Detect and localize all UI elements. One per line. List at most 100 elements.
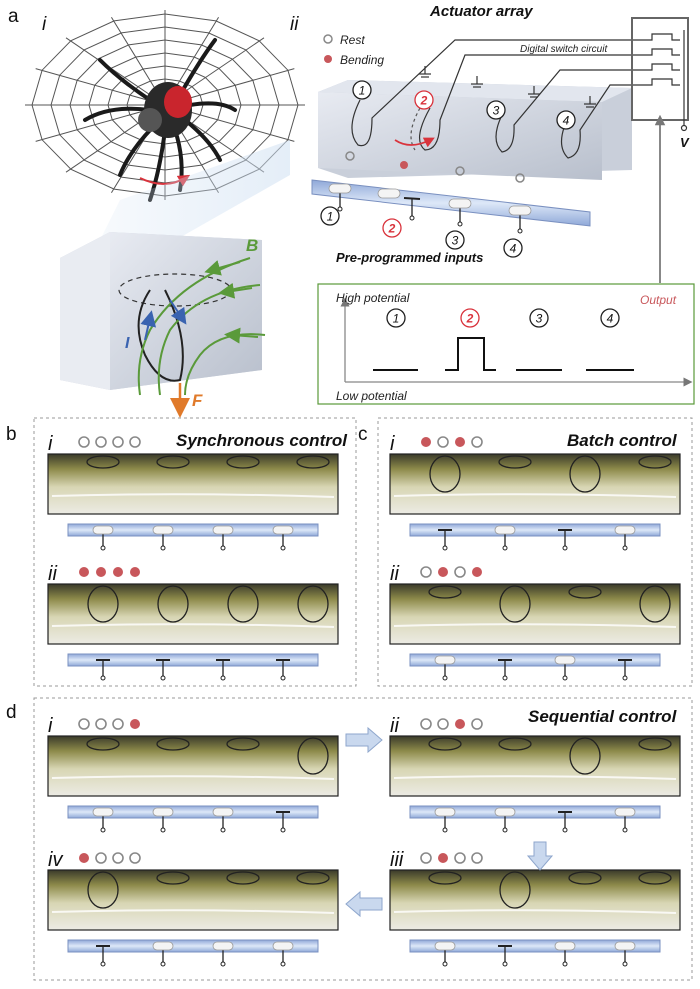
channel-tube [409, 805, 661, 819]
switch-symbols [640, 30, 688, 132]
actuator-loop-rest [226, 871, 260, 885]
channel-tube [67, 939, 319, 953]
experiment-photo [47, 583, 339, 645]
state-dot-rest [95, 718, 107, 730]
actuator-loop-rest [226, 737, 260, 751]
panel-a-sub-i: i [42, 14, 47, 35]
electrode-terminal [160, 675, 166, 681]
electrode-terminal [160, 827, 166, 833]
electrode-terminal [442, 961, 448, 967]
actuator-loop-rest [156, 871, 190, 885]
current-label-i: I [125, 335, 130, 352]
state-dot-bend [438, 567, 448, 577]
actuator-loop-bend [157, 585, 189, 623]
actuator-loop-bend [297, 737, 329, 775]
inputs-label: Pre-programmed inputs [336, 250, 483, 265]
panel-a-sub-ii: ii [290, 14, 299, 35]
electrode-terminal [622, 961, 628, 967]
subpanel-c_i: i [389, 433, 681, 551]
state-dot-bend [79, 853, 89, 863]
metal-plug [554, 655, 576, 665]
actuator-loop-rest [428, 871, 462, 885]
photo-wire [51, 909, 335, 914]
state-dot-rest [112, 436, 124, 448]
electrode-terminal [562, 545, 568, 551]
spider-icon [83, 38, 237, 202]
input-number-3-circle [445, 230, 465, 250]
actuator-loop-rest [428, 737, 462, 751]
actuator-loop-rest [498, 737, 532, 751]
state-dot-rest [112, 718, 124, 730]
input-number-2: 2 [388, 222, 396, 236]
experiment-photo [47, 869, 339, 931]
actuator-loop-rest [296, 871, 330, 885]
state-dot-rest [437, 718, 449, 730]
electrode-terminal [502, 675, 508, 681]
panel-a-letter: a [8, 6, 19, 27]
photo-wire [393, 775, 677, 780]
electrode-terminal [622, 675, 628, 681]
metal-plug [212, 525, 234, 535]
subpanel-b_ii: ii [47, 563, 339, 681]
panel-c-title: Batch control [567, 431, 678, 450]
output-number-3: 3 [536, 312, 543, 326]
state-dot-rest [471, 852, 483, 864]
experiment-photo [389, 583, 681, 645]
legend-rest-marker [323, 34, 333, 44]
electrode-terminal [100, 545, 106, 551]
subpanel-b_i: i [47, 433, 339, 551]
output-title: Output [640, 293, 677, 307]
state-dot-rest [112, 852, 124, 864]
state-dot-rest [95, 436, 107, 448]
channel-tube [67, 653, 319, 667]
metal-plug [494, 525, 516, 535]
subpanel-label-d_i: i [48, 715, 53, 737]
state-dot-bend [130, 719, 140, 729]
state-dot-rest [129, 436, 141, 448]
subpanel-d_ii: ii [389, 715, 681, 833]
metal-plug [272, 941, 294, 951]
output-number-4-circle [600, 308, 620, 328]
state-dot-bend [455, 437, 465, 447]
input-number-4-circle [503, 238, 523, 258]
output-box [317, 283, 695, 405]
subpanel-label-c_i: i [390, 433, 395, 455]
metal-plug [554, 941, 576, 951]
output-number-1: 1 [393, 312, 400, 326]
actuator-number-2-circle [414, 90, 434, 110]
metal-plug [272, 525, 294, 535]
metal-plug [434, 807, 456, 817]
photo-wire [393, 909, 677, 914]
actuator-loop-rest [428, 585, 462, 599]
channel-tube [67, 523, 319, 537]
actuator-array-title: Actuator array [429, 3, 533, 20]
panel-c-frame [377, 417, 693, 687]
state-dot-rest [78, 436, 90, 448]
actuator-loop-bend [499, 585, 531, 623]
actuator-loop-rest [86, 737, 120, 751]
electrode-terminal [442, 827, 448, 833]
switch-circuit-label: Digital switch circuit [520, 44, 608, 55]
state-dot-rest [454, 852, 466, 864]
metal-plug [448, 198, 472, 209]
state-marker-rest [345, 151, 355, 161]
electrode-terminal [562, 675, 568, 681]
metal-plug [434, 655, 456, 665]
electrode-terminal [622, 545, 628, 551]
state-dot-rest [437, 436, 449, 448]
state-dot-bend [130, 567, 140, 577]
metal-plug [434, 941, 456, 951]
electrode-terminal [100, 675, 106, 681]
actuator-number-1-circle [352, 80, 372, 100]
panel-d-letter: d [6, 702, 17, 723]
actuator-loop-rest [156, 455, 190, 469]
electrode-terminal [442, 545, 448, 551]
ground-symbols [419, 66, 596, 108]
input-number-4: 4 [510, 242, 517, 256]
subpanel-d_i: i [47, 715, 339, 833]
state-dot-rest [471, 718, 483, 730]
subpanel-d_iv: iv [47, 849, 339, 967]
electrode-terminal [502, 961, 508, 967]
